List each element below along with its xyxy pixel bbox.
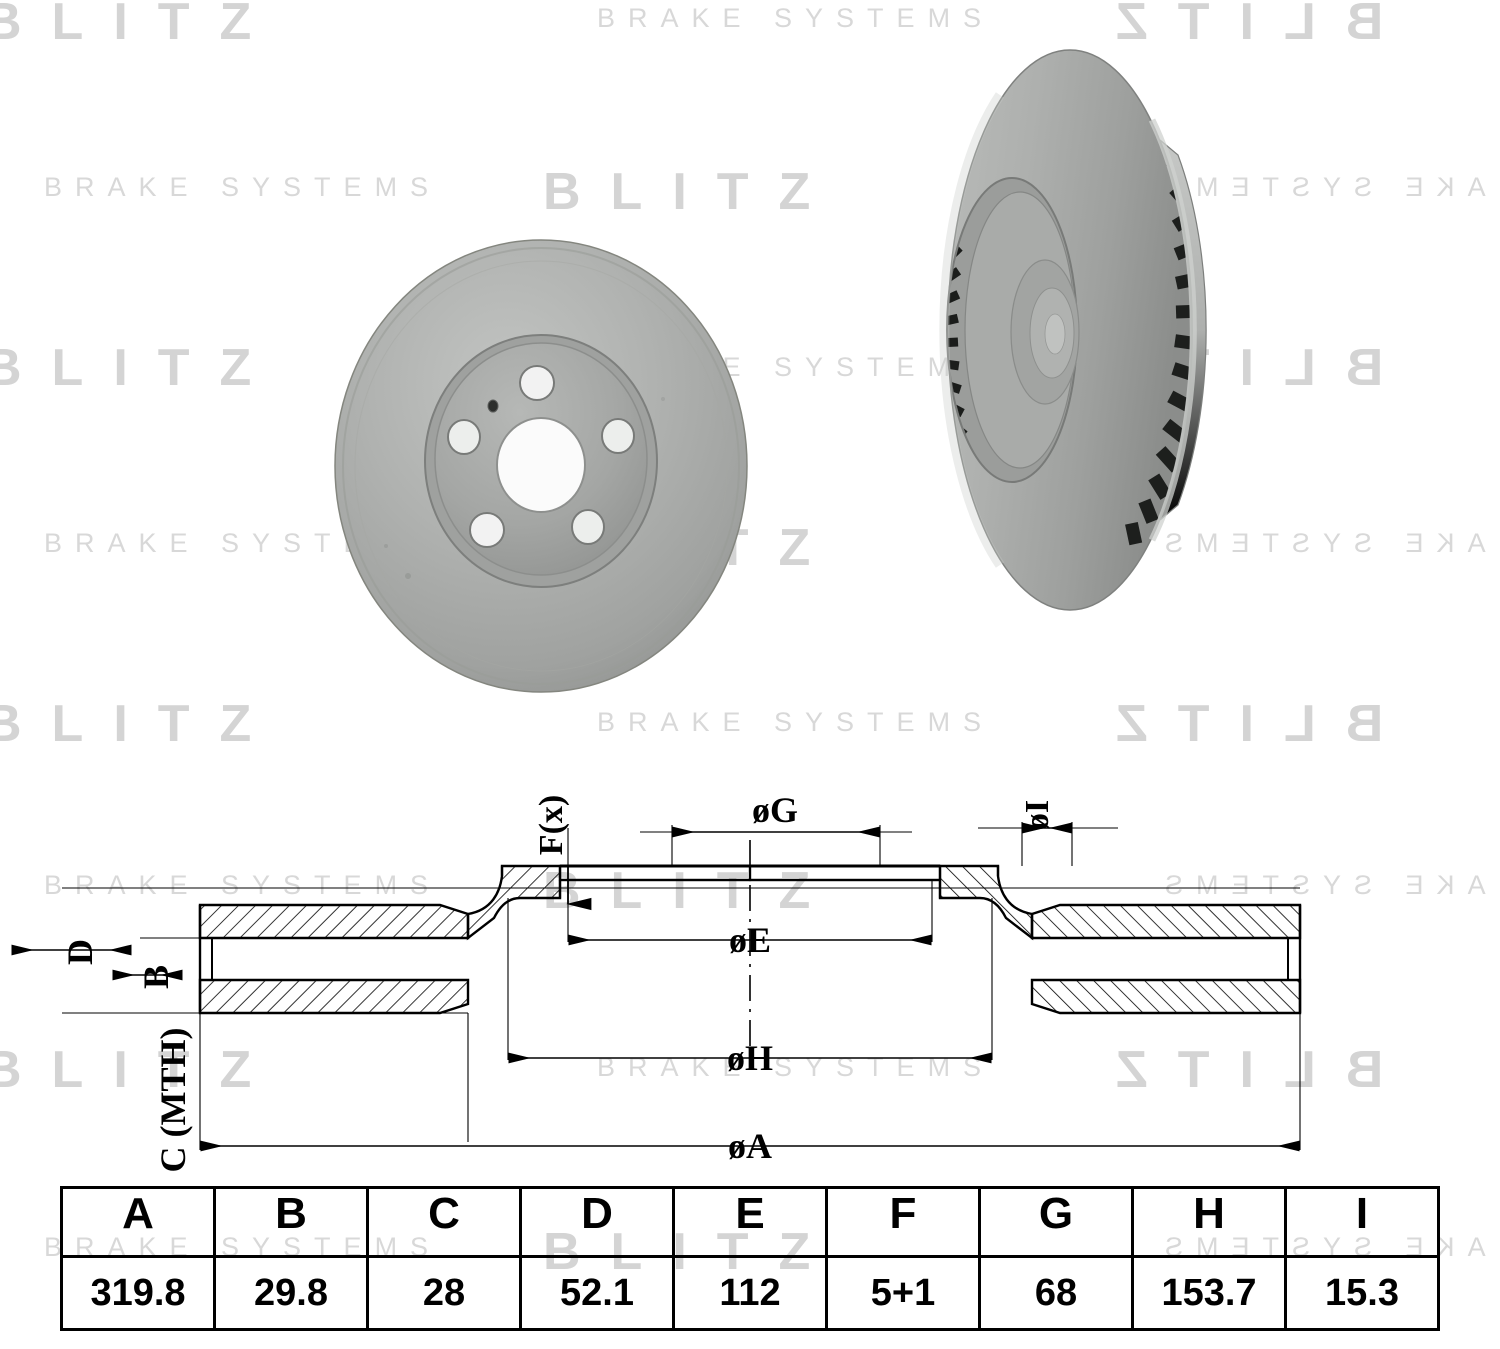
watermark-brand: BLITZ <box>0 339 282 397</box>
dim-label-D: D <box>60 939 100 965</box>
dim-label-H: øH <box>727 1038 773 1078</box>
dim-label-F: F(x) <box>533 795 570 855</box>
cooling-vanes-outer <box>1125 63 1190 546</box>
table-value-c: 28 <box>366 1255 522 1331</box>
dim-label-E: øE <box>729 920 771 960</box>
table-header-i: I <box>1284 1186 1440 1258</box>
table-header-a: A <box>60 1186 216 1258</box>
table-value-e: 112 <box>672 1255 828 1331</box>
table-value-d: 52.1 <box>519 1255 675 1331</box>
table-header-f: F <box>825 1186 981 1258</box>
table-header-h: H <box>1131 1186 1287 1258</box>
table-value-h: 153.7 <box>1131 1255 1287 1331</box>
dim-label-B: B <box>136 965 176 989</box>
disc-edge-photo <box>939 49 1207 611</box>
watermark-brand: BLITZ <box>0 0 282 51</box>
table-value-f: 5+1 <box>825 1255 981 1331</box>
table-header-c: C <box>366 1186 522 1258</box>
watermark-tagline: BRAKE SYSTEMS <box>597 707 995 737</box>
watermark-tagline: BRAKE SYSTEMS <box>597 352 995 382</box>
watermark-brand: BLITZ <box>543 519 841 577</box>
watermark-brand: BLITZ <box>543 163 841 221</box>
watermark-brand-mirrored: BLITZ <box>1086 695 1384 753</box>
table-value-i: 15.3 <box>1284 1255 1440 1331</box>
table-value-g: 68 <box>978 1255 1134 1331</box>
watermark-tagline-mirrored: BRAKE SYSTEMS <box>1152 528 1500 558</box>
watermark-brand: BLITZ <box>0 695 282 753</box>
dim-label-A: øA <box>728 1126 772 1166</box>
table-header-e: E <box>672 1186 828 1258</box>
watermark-brand-mirrored: BLITZ <box>1086 0 1384 51</box>
cooling-vanes-inner <box>948 200 979 478</box>
specification-table: A B C D E F G H I 319.8 29.8 28 52.1 112… <box>60 1186 1440 1331</box>
dim-label-I: øI <box>1019 800 1056 830</box>
dim-label-G: øG <box>752 790 798 830</box>
table-header-g: G <box>978 1186 1134 1258</box>
watermark-brand-mirrored: BLITZ <box>1086 339 1384 397</box>
disc-front-photo <box>334 239 748 693</box>
table-header-row: A B C D E F G H I <box>60 1186 1440 1258</box>
watermark-tagline: BRAKE SYSTEMS <box>597 3 995 33</box>
table-value-a: 319.8 <box>60 1255 216 1331</box>
table-header-d: D <box>519 1186 675 1258</box>
table-value-row: 319.8 29.8 28 52.1 112 5+1 68 153.7 15.3 <box>60 1255 1440 1331</box>
table-header-b: B <box>213 1186 369 1258</box>
watermark-tagline-mirrored: BRAKE SYSTEMS <box>1152 172 1500 202</box>
cross-section-drawing: D B C (MTH) F(x) øG øI øE øH øA <box>11 790 1302 1173</box>
table-value-b: 29.8 <box>213 1255 369 1331</box>
watermark-tagline: BRAKE SYSTEMS <box>44 172 442 202</box>
dim-label-C: C (MTH) <box>153 1028 193 1173</box>
watermark-tagline: BRAKE SYSTEMS <box>44 528 442 558</box>
